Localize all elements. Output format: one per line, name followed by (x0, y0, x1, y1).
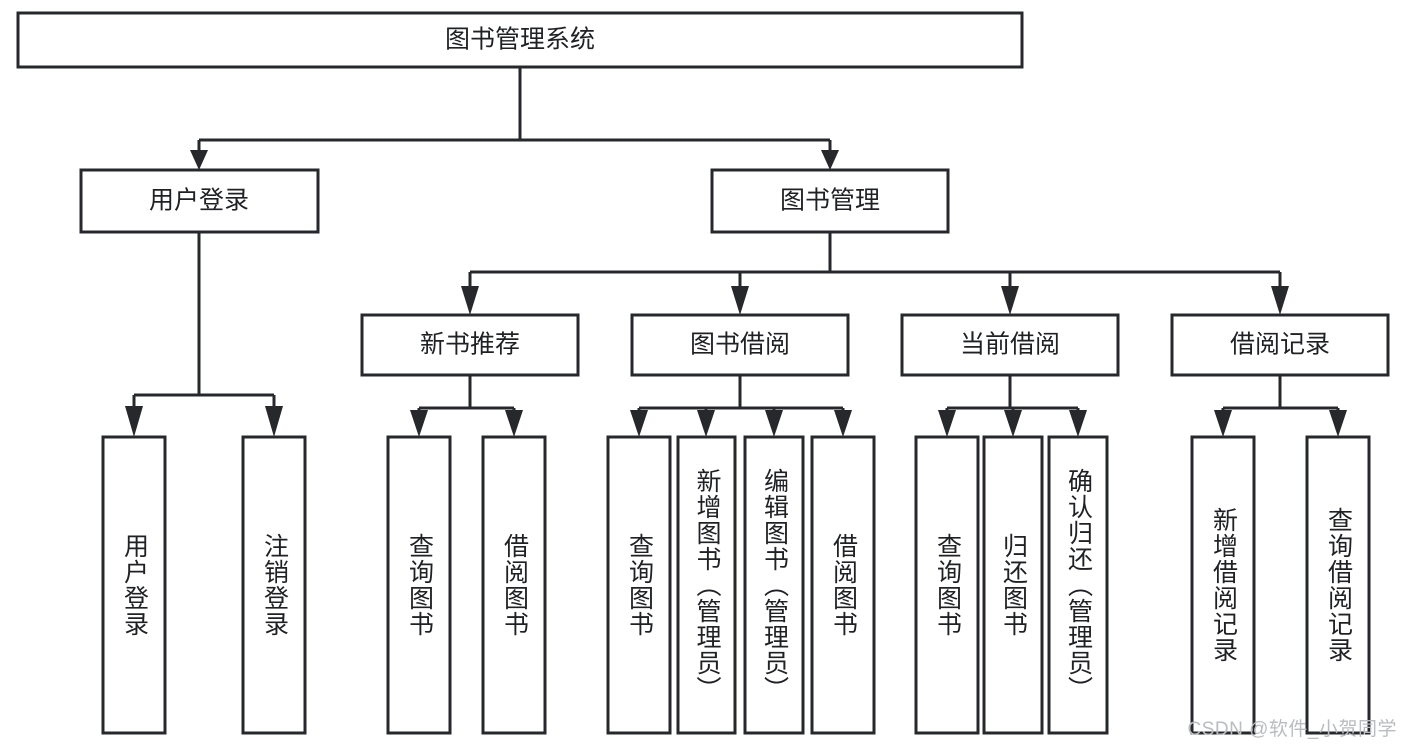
arrow-head-bookborrow-leaf1 (630, 410, 648, 437)
node-current-borrow[interactable]: 当前借阅 (900, 313, 1120, 377)
arrow-head-borrowrecord-leaf2 (1329, 410, 1347, 437)
node-book-borrow-label: 图书借阅 (690, 331, 790, 359)
node-user-login[interactable]: 用户登录 (79, 168, 320, 234)
leaf-box-add-book-admin[interactable] (676, 435, 737, 735)
node-new-book-recommend-box[interactable] (360, 313, 580, 377)
arrow-head-bookmgmt (821, 150, 839, 170)
leaf-box-user-login[interactable] (101, 435, 167, 735)
watermark-text: CSDN @软件_小贺同学 (1187, 719, 1397, 740)
arrow-head-userlogin (190, 150, 208, 170)
node-user-login-label: 用户登录 (149, 187, 249, 215)
arrow-head-newbook-leaf1 (410, 410, 428, 437)
leaf-box-query-book-1[interactable] (386, 435, 452, 735)
leaf-box-borrow-book-1[interactable] (481, 435, 547, 735)
arrow-head-newbook-leaf2 (505, 410, 523, 437)
node-root-box[interactable] (16, 11, 1024, 69)
node-book-management[interactable]: 图书管理 (710, 168, 950, 234)
node-root[interactable]: 图书管理系统 (16, 11, 1024, 69)
leaf-box-confirm-return-admin[interactable] (1047, 435, 1109, 735)
arrow-head-current-borrow (1001, 286, 1019, 315)
leaf-box-add-borrow-record[interactable] (1190, 435, 1256, 735)
arrow-head-bookborrow-leaf2 (697, 410, 715, 437)
arrow-head-borrow-record (1271, 286, 1289, 315)
node-book-borrow[interactable]: 图书借阅 (630, 313, 850, 377)
leaf-box-logout[interactable] (241, 435, 307, 735)
leaf-box-query-book-2[interactable] (606, 435, 672, 735)
leaf-box-return-book[interactable] (982, 435, 1044, 735)
node-new-book-recommend[interactable]: 新书推荐 (360, 313, 580, 377)
leaf-box-query-borrow-record[interactable] (1305, 435, 1371, 735)
node-new-book-recommend-label: 新书推荐 (420, 331, 520, 359)
node-book-borrow-box[interactable] (630, 313, 850, 377)
arrow-head-borrowrecord-leaf1 (1214, 410, 1232, 437)
node-borrow-record-label: 借阅记录 (1230, 331, 1330, 359)
node-root-label: 图书管理系统 (445, 26, 595, 54)
leaf-box-borrow-book-2[interactable] (810, 435, 876, 735)
node-borrow-record[interactable]: 借阅记录 (1170, 313, 1390, 377)
leaf-box-group (101, 435, 1371, 735)
node-user-login-box[interactable] (79, 168, 320, 234)
arrow-head-bookborrow-leaf3 (765, 410, 783, 437)
node-current-borrow-box[interactable] (900, 313, 1120, 377)
arrow-head-new-book (461, 286, 479, 315)
node-borrow-record-box[interactable] (1170, 313, 1390, 377)
arrow-head-logout-leaf (265, 406, 283, 437)
arrow-head-bookborrow-leaf4 (834, 410, 852, 437)
arrow-head-currentborrow-leaf2 (1004, 410, 1022, 437)
arrow-head-book-borrow (731, 286, 749, 315)
arrow-head-currentborrow-leaf1 (938, 410, 956, 437)
node-book-management-box[interactable] (710, 168, 950, 234)
arrow-head-user-login-leaf (125, 406, 143, 437)
leaf-box-edit-book-admin[interactable] (743, 435, 805, 735)
arrow-head-currentborrow-leaf3 (1069, 410, 1087, 437)
leaf-box-query-book-3[interactable] (914, 435, 980, 735)
node-current-borrow-label: 当前借阅 (960, 331, 1060, 359)
node-book-management-label: 图书管理 (780, 187, 880, 215)
connector-group (125, 67, 1347, 437)
